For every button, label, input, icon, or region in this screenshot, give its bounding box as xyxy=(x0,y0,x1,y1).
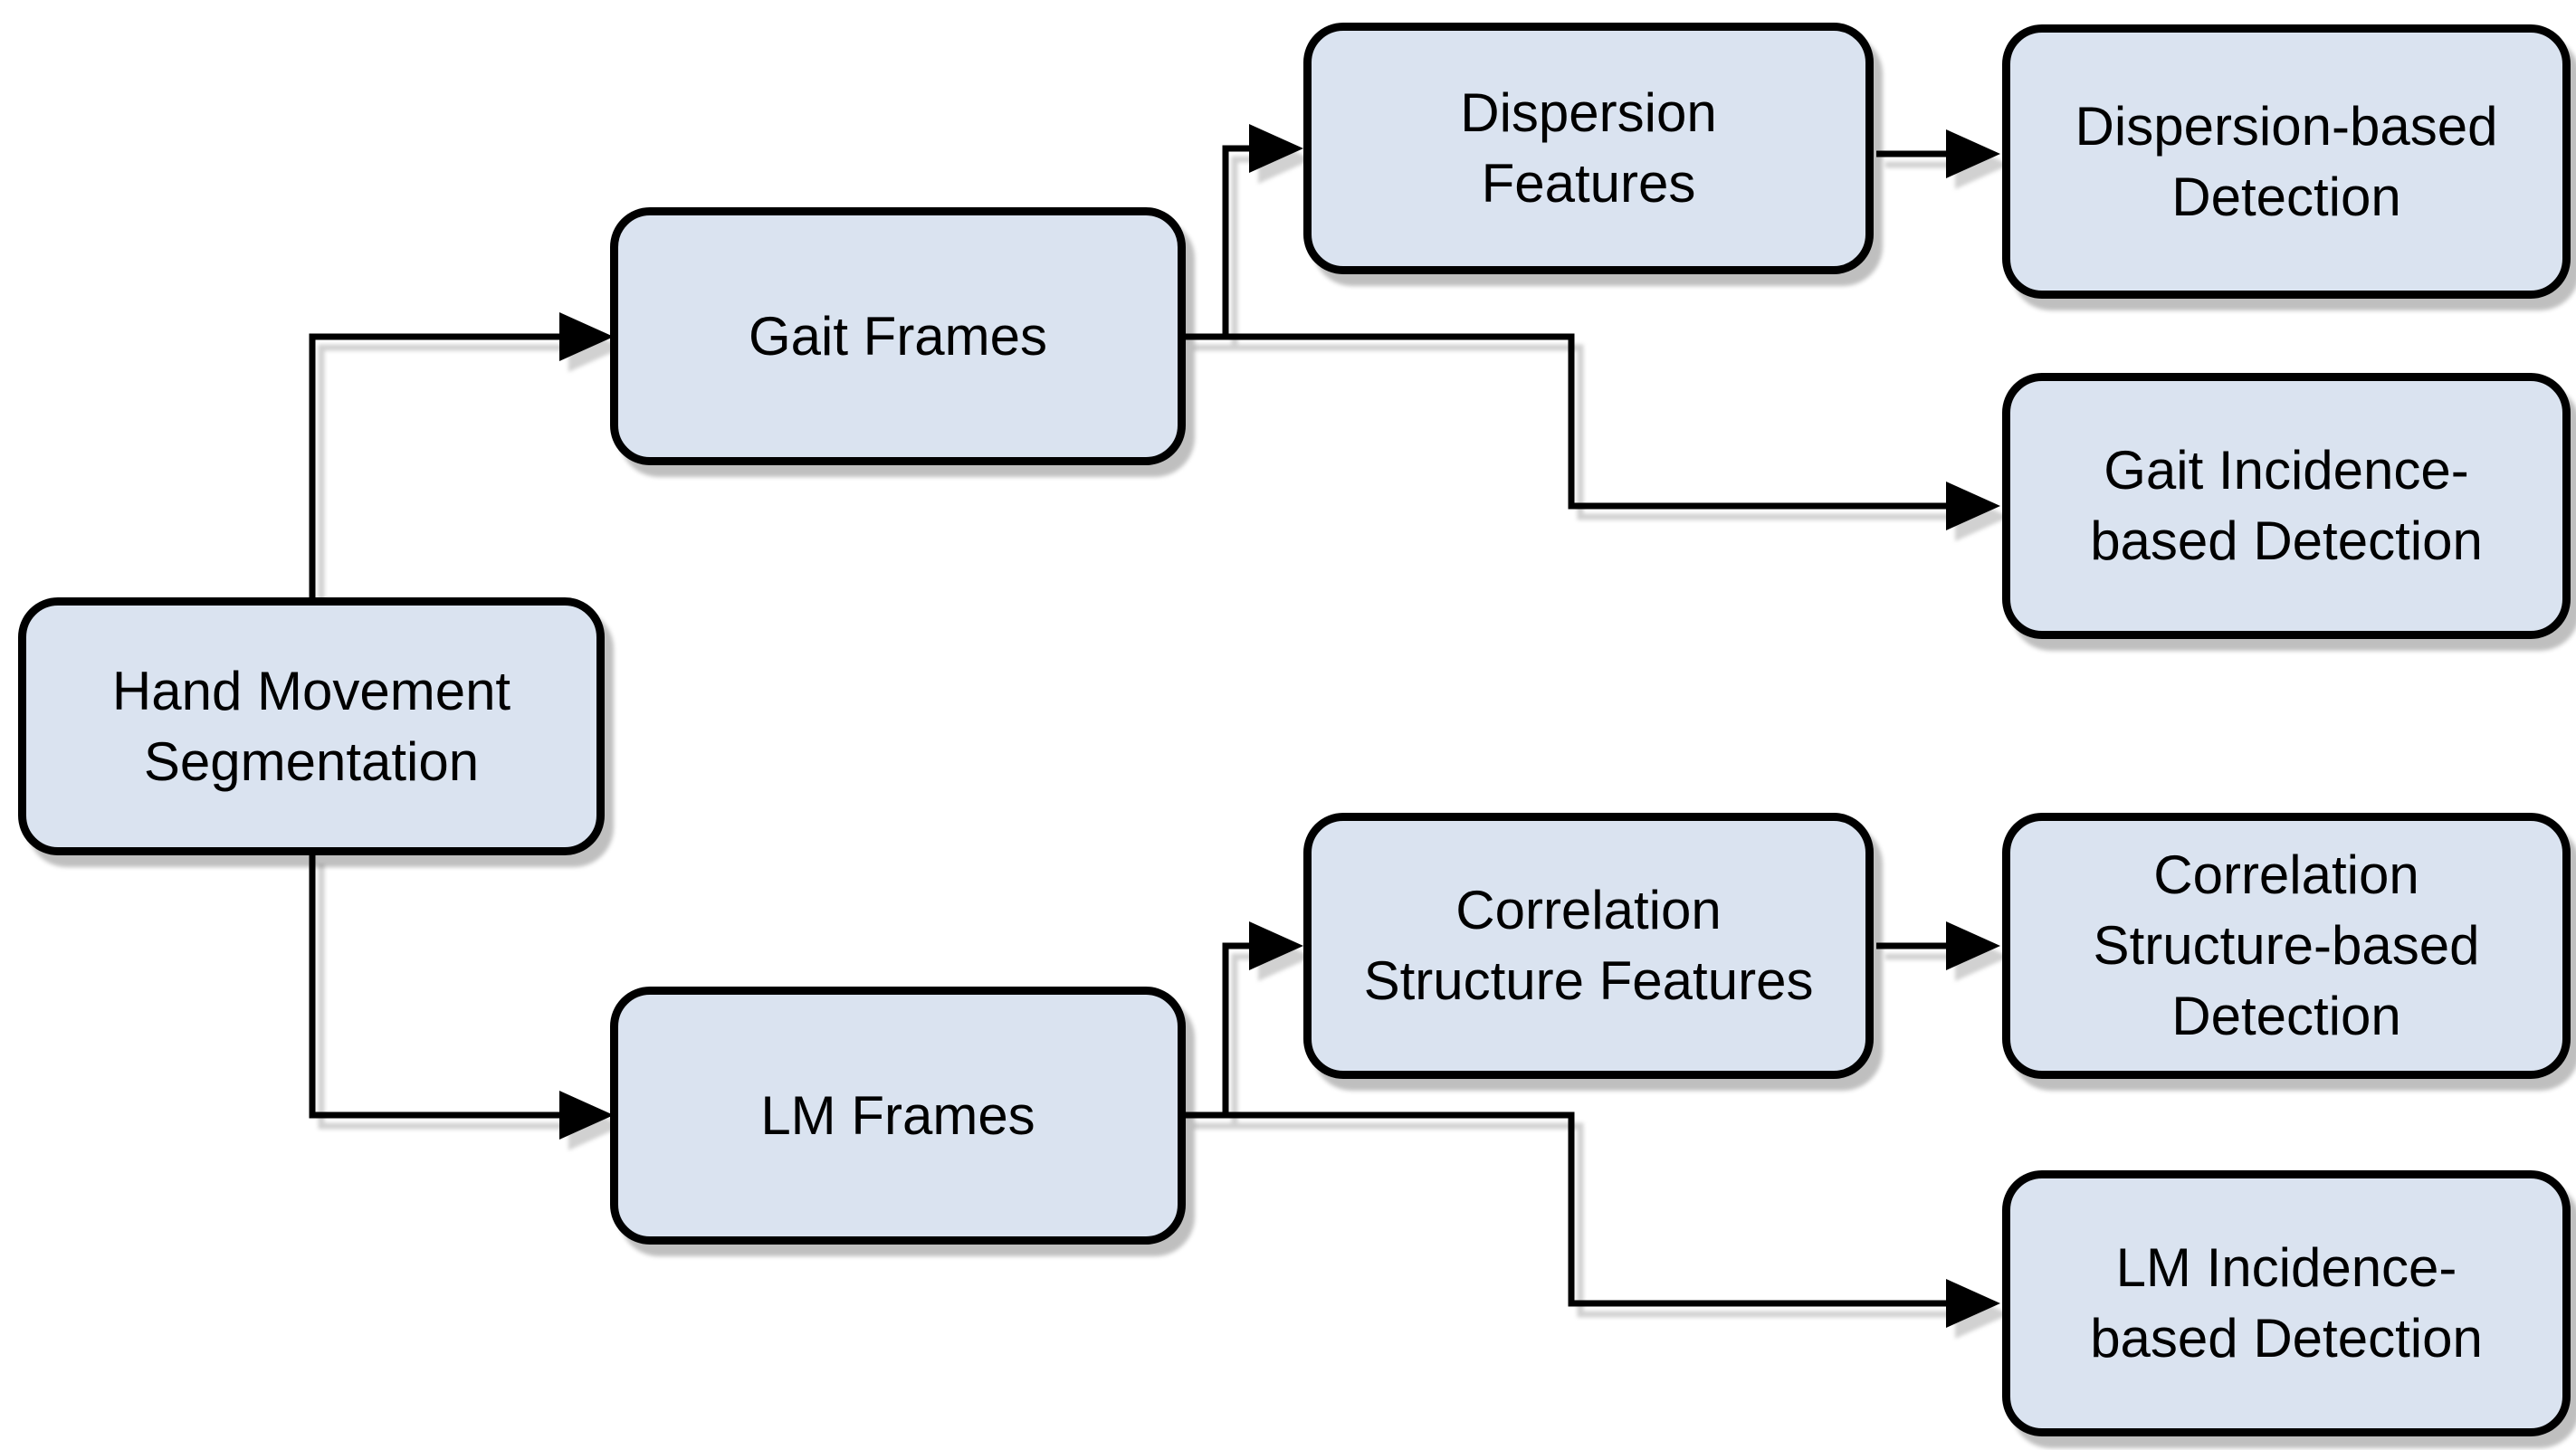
node-label-line: Correlation xyxy=(1455,880,1722,940)
edge-hand-movement-to-gait-frames xyxy=(309,312,614,599)
node-dispersion-based-detection: Dispersion-based Detection xyxy=(2002,24,2571,299)
node-label-line: Dispersion xyxy=(1460,82,1717,143)
node-label-line: Gait Incidence- xyxy=(2104,440,2469,501)
connector-line xyxy=(309,854,565,1119)
node-lm-frames: LM Frames xyxy=(610,987,1186,1245)
connector-line xyxy=(1185,333,1951,510)
node-dispersion-features: Dispersion Features xyxy=(1303,23,1874,274)
edge-lm-frames-to-lm-incidence xyxy=(1185,1111,2000,1328)
node-label-line: based Detection xyxy=(2090,1308,2483,1369)
edge-gait-frames-to-gait-incidence xyxy=(1185,333,2000,530)
node-label-line: Detection xyxy=(2171,986,2401,1046)
node-label-line: Detection xyxy=(2171,166,2401,227)
node-correlation-structure-features: Correlation Structure Features xyxy=(1303,813,1874,1079)
node-label-line: Segmentation xyxy=(143,730,480,792)
node-label-line: Correlation xyxy=(2153,844,2419,905)
edge-hand-movement-to-lm-frames xyxy=(309,854,614,1140)
node-correlation-structure-based-detection: Correlation Structure-based Detection xyxy=(2002,813,2571,1079)
arrowhead xyxy=(1249,124,1303,173)
node-label-line: Hand Movement xyxy=(111,660,511,721)
connector-line xyxy=(1222,145,1255,339)
node-hand-movement-segmentation: Hand Movement Segmentation xyxy=(18,597,605,855)
node-label-line: LM Incidence- xyxy=(2115,1237,2457,1298)
node-gait-frames: Gait Frames xyxy=(610,207,1186,465)
node-label-line: Gait Frames xyxy=(748,305,1048,367)
arrowhead xyxy=(1946,921,2000,970)
node-label-line: based Detection xyxy=(2090,510,2483,571)
arrowhead xyxy=(1946,1279,2000,1328)
connector-line xyxy=(1185,1111,1951,1307)
node-label-line: LM Frames xyxy=(760,1084,1035,1146)
node-gait-incidence-based-detection: Gait Incidence- based Detection xyxy=(2002,373,2571,639)
node-label-line: Structure Features xyxy=(1363,950,1814,1011)
node-lm-incidence-based-detection: LM Incidence- based Detection xyxy=(2002,1170,2571,1436)
arrowhead xyxy=(559,312,614,361)
edge-gait-frames-to-dispersion-features xyxy=(1222,124,1303,339)
node-label-line: Features xyxy=(1481,153,1696,214)
arrowhead xyxy=(1946,482,2000,530)
edge-correlation-features-to-correlation-detection xyxy=(1876,921,2000,970)
node-label-line: Dispersion-based xyxy=(2075,95,2498,157)
edge-lm-frames-to-correlation-features xyxy=(1222,921,1303,1118)
connector-line xyxy=(1222,942,1255,1118)
arrowhead xyxy=(559,1091,614,1140)
node-label-line: Structure-based xyxy=(2093,915,2480,976)
connector-line xyxy=(309,333,565,599)
arrowhead xyxy=(1249,921,1303,970)
arrowhead xyxy=(1946,129,2000,178)
edge-dispersion-features-to-dispersion-detection xyxy=(1876,129,2000,178)
